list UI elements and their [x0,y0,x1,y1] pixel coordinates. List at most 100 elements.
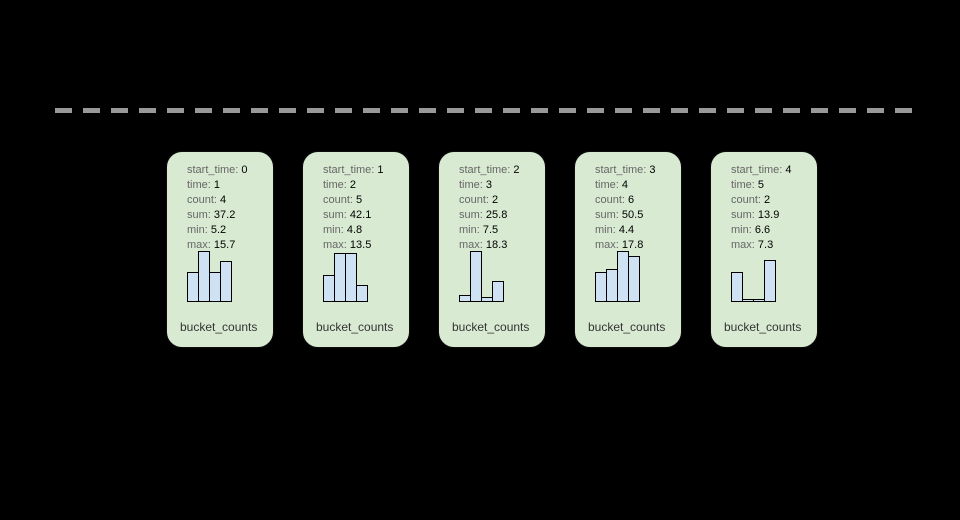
bucket-counts-label: bucket_counts [452,320,530,334]
stat-value: 15.7 [213,239,236,251]
stat-label: count: [595,194,625,206]
stat-value: 4.4 [618,224,635,236]
stat-value: 7.5 [482,224,499,236]
bucket-counts-label: bucket_counts [588,320,666,334]
stat-start_time: start_time: 4 [731,163,792,178]
stat-label: min: [459,224,480,236]
stat-sum: sum: 42.1 [323,208,384,223]
histogram-bar [220,261,232,302]
stat-start_time: start_time: 2 [459,163,520,178]
stat-label: sum: [595,209,619,221]
stat-label: start_time: [187,164,239,176]
stat-label: max: [459,239,483,251]
stat-label: start_time: [459,164,511,176]
stat-count: count: 6 [595,193,656,208]
stat-label: max: [323,239,347,251]
stat-value: 3 [649,164,656,176]
stat-value: 2 [349,179,357,191]
stat-max: max: 17.8 [595,238,656,253]
stat-value: 4 [621,179,629,191]
stat-label: count: [323,194,353,206]
stat-value: 17.8 [621,239,644,251]
stat-label: min: [595,224,616,236]
histogram-bar [345,253,357,302]
histogram-bar [731,272,743,302]
stat-value: 6.6 [754,224,771,236]
stat-start_time: start_time: 1 [323,163,384,178]
bucket-counts-label: bucket_counts [316,320,394,334]
stat-label: start_time: [731,164,783,176]
stat-min: min: 4.4 [595,223,656,238]
stat-sum: sum: 50.5 [595,208,656,223]
bucket-counts-label: bucket_counts [724,320,802,334]
histogram-bar [764,260,776,302]
stat-label: max: [595,239,619,251]
stat-value: 25.8 [485,209,508,221]
stat-label: time: [459,179,483,191]
stat-value: 1 [377,164,384,176]
stat-min: min: 5.2 [187,223,248,238]
stat-label: time: [595,179,619,191]
stat-sum: sum: 25.8 [459,208,520,223]
stat-label: min: [187,224,208,236]
stat-label: sum: [187,209,211,221]
stat-value: 18.3 [485,239,508,251]
stat-value: 7.3 [757,239,774,251]
bucket-counts-histogram [459,251,519,302]
stat-label: count: [731,194,761,206]
histogram-bar [492,281,504,302]
stat-start_time: start_time: 0 [187,163,248,178]
stat-sum: sum: 37.2 [187,208,248,223]
stat-time: time: 4 [595,178,656,193]
stat-value: 4 [220,194,227,206]
stat-time: time: 2 [323,178,384,193]
stat-label: time: [323,179,347,191]
timeline-dashed-line [55,108,913,113]
bucket-counts-label: bucket_counts [180,320,258,334]
stat-value: 2 [513,164,520,176]
stat-value: 13.5 [349,239,372,251]
stat-label: time: [731,179,755,191]
stat-value: 5.2 [210,224,227,236]
bucket-counts-histogram [323,251,383,302]
stat-count: count: 2 [731,193,792,208]
stat-label: start_time: [323,164,375,176]
stat-value: 13.9 [757,209,780,221]
stat-count: count: 2 [459,193,520,208]
stat-value: 37.2 [213,209,236,221]
stat-time: time: 3 [459,178,520,193]
bucket-counts-histogram [595,251,655,302]
stat-label: sum: [459,209,483,221]
stat-sum: sum: 13.9 [731,208,792,223]
stat-min: min: 4.8 [323,223,384,238]
stat-min: min: 7.5 [459,223,520,238]
stat-value: 5 [356,194,363,206]
stat-value: 1 [213,179,221,191]
stat-value: 2 [492,194,499,206]
stat-label: sum: [731,209,755,221]
histogram-bar [470,251,482,302]
stat-label: max: [187,239,211,251]
stat-value: 4.8 [346,224,363,236]
bucket-counts-histogram [731,251,791,302]
stat-count: count: 4 [187,193,248,208]
stat-min: min: 6.6 [731,223,792,238]
stat-count: count: 5 [323,193,384,208]
stat-max: max: 7.3 [731,238,792,253]
stat-label: max: [731,239,755,251]
stat-value: 3 [485,179,493,191]
stat-value: 5 [757,179,765,191]
histogram-bar [356,285,368,302]
stat-value: 2 [764,194,771,206]
stat-value: 4 [785,164,792,176]
stat-value: 0 [241,164,248,176]
